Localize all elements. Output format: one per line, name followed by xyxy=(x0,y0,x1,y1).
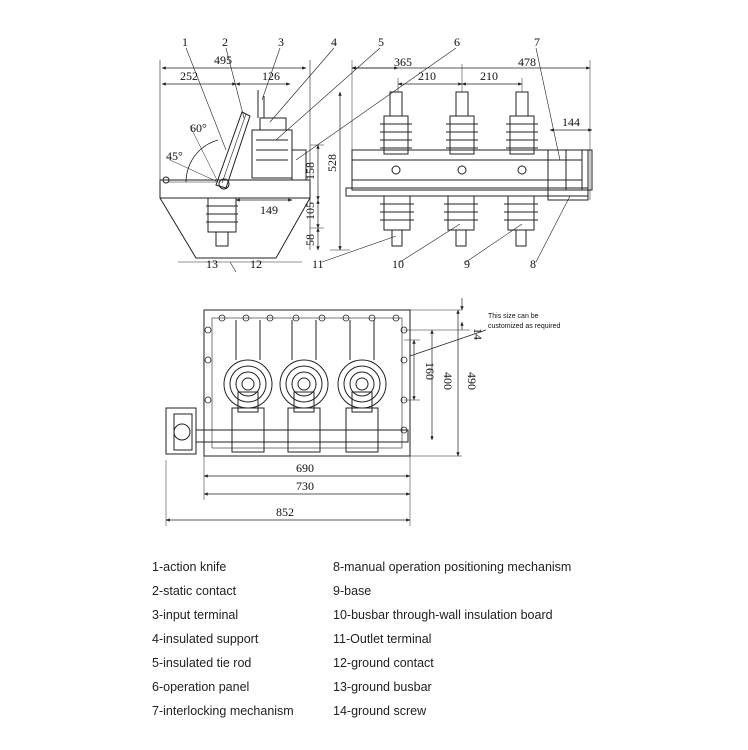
note-line-1: This size can be xyxy=(488,313,539,320)
callout-6: 6 xyxy=(454,35,460,49)
dim-144: 144 xyxy=(562,115,580,129)
dim-58: 58 xyxy=(303,234,317,246)
front-elevation xyxy=(345,91,593,247)
callout-numbers: 1 2 3 4 5 6 7 8 9 10 11 12 13 xyxy=(182,35,540,271)
callout-3: 3 xyxy=(278,35,284,49)
legend-item-4: 4-insulated support xyxy=(152,632,259,646)
legend-item-8: 8-manual operation positioning mechanism xyxy=(333,560,572,574)
dim-528: 528 xyxy=(325,154,339,172)
dim-495: 495 xyxy=(214,53,232,67)
callout-4: 4 xyxy=(331,35,337,49)
dim-730: 730 xyxy=(296,479,314,493)
callout-7: 7 xyxy=(534,35,540,49)
callout-10: 10 xyxy=(392,257,404,271)
dim-126: 126 xyxy=(262,69,280,83)
dim-252: 252 xyxy=(180,69,198,83)
bottom-view xyxy=(165,298,487,526)
callout-leaders xyxy=(178,47,571,273)
legend-item-2: 2-static contact xyxy=(152,584,237,598)
dim-158: 158 xyxy=(303,162,317,180)
angle-45: 45° xyxy=(166,149,183,163)
legend-item-14: 14-ground screw xyxy=(333,704,427,718)
top-dimension-texts: 495 252 126 365 210 210 478 144 60° 45° … xyxy=(166,53,580,246)
dim-400: 400 xyxy=(441,372,455,390)
dim-210-b: 210 xyxy=(480,69,498,83)
dim-478: 478 xyxy=(518,55,536,69)
dim-105: 105 xyxy=(303,202,317,220)
callout-1: 1 xyxy=(182,35,188,49)
callout-13: 13 xyxy=(206,257,218,271)
callout-12: 12 xyxy=(250,257,262,271)
legend-item-11: 11-Outlet terminal xyxy=(333,632,432,646)
callout-8: 8 xyxy=(530,257,536,271)
top-view xyxy=(159,47,593,273)
legend-item-1: 1-action knife xyxy=(152,560,227,574)
callout-9: 9 xyxy=(464,257,470,271)
dim-852: 852 xyxy=(276,505,294,519)
legend-item-10: 10-busbar through-wall insulation board xyxy=(333,608,553,622)
bottom-dimension-texts: 690 730 852 14 160 400 490 This size can… xyxy=(276,313,560,519)
legend-item-3: 3-input terminal xyxy=(152,608,239,622)
legend-item-6: 6-operation panel xyxy=(152,680,250,694)
dim-149: 149 xyxy=(260,203,278,217)
legend-left-column: 1-action knife 2-static contact 3-input … xyxy=(152,555,294,723)
dim-490: 490 xyxy=(465,372,479,390)
dim-14: 14 xyxy=(471,328,485,340)
callout-2: 2 xyxy=(222,35,228,49)
technical-drawing: 1 2 3 4 5 6 7 8 9 10 11 12 13 495 252 12… xyxy=(159,35,593,526)
side-elevation xyxy=(159,60,311,259)
legend-right-column: 8-manual operation positioning mechanism… xyxy=(333,555,571,723)
legend-item-5: 5-insulated tie rod xyxy=(152,656,252,670)
dim-365: 365 xyxy=(394,55,412,69)
callout-5: 5 xyxy=(378,35,384,49)
dim-690: 690 xyxy=(296,461,314,475)
legend-item-9: 9-base xyxy=(333,584,372,598)
legend-item-7: 7-interlocking mechanism xyxy=(152,704,294,718)
dim-160: 160 xyxy=(423,362,437,380)
legend-item-12: 12-ground contact xyxy=(333,656,434,670)
dim-210-a: 210 xyxy=(418,69,436,83)
legend-item-13: 13-ground busbar xyxy=(333,680,432,694)
note-line-2: customized as required xyxy=(488,323,560,330)
top-dimension-lines xyxy=(161,60,593,251)
angle-60: 60° xyxy=(190,121,207,135)
callout-11: 11 xyxy=(312,257,324,271)
